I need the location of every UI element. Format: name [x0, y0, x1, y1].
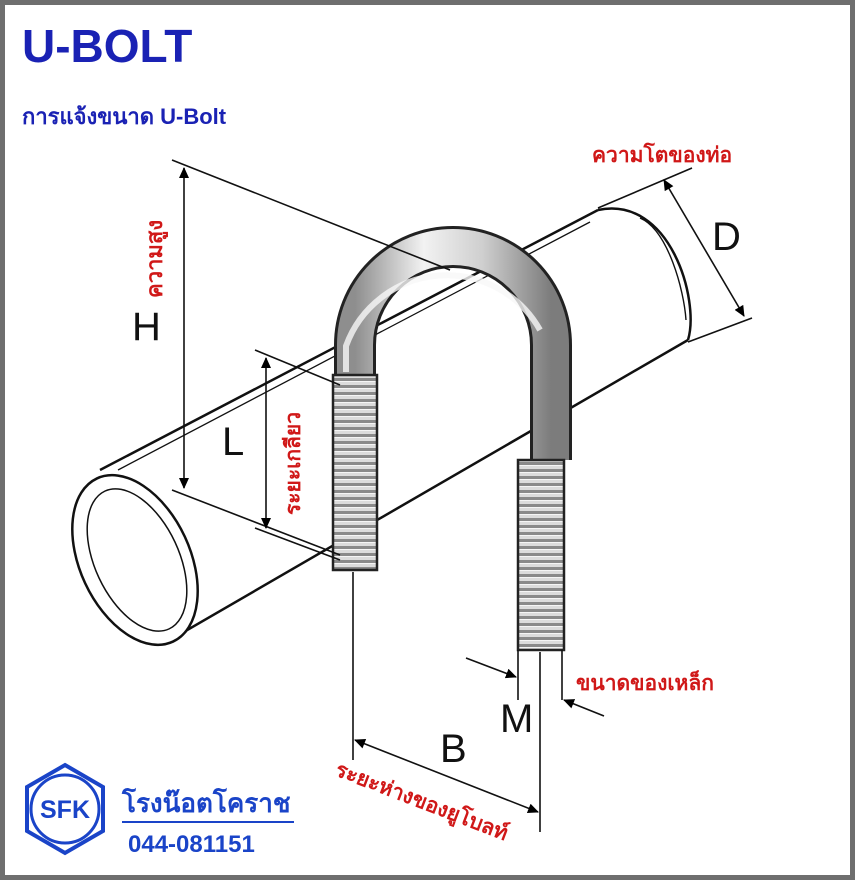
- page-subtitle: การแจ้งขนาด U-Bolt: [22, 104, 227, 129]
- dimension-l-letter: L: [222, 420, 244, 464]
- dimension-d-letter: D: [712, 215, 741, 259]
- u-bolt: [331, 226, 572, 652]
- dimension-b: [352, 572, 541, 832]
- dimension-m-letter: M: [500, 697, 533, 741]
- dimension-d-label: ความโตของท่อ: [592, 142, 732, 167]
- logo-ring: [29, 773, 101, 845]
- company-name: โรงน๊อตโคราช: [121, 787, 290, 819]
- page-title: U-BOLT: [22, 20, 192, 72]
- dimension-h-label: ความสูง: [143, 220, 169, 298]
- dimension-h-letter: H: [132, 305, 161, 349]
- dimension-h: [171, 159, 451, 556]
- dimension-b-letter: B: [440, 727, 467, 771]
- dimension-b-label: ระยะห่างของยูโบลท์: [331, 756, 511, 847]
- dimension-m: [465, 650, 605, 717]
- sfk-logo: SFK: [25, 762, 105, 856]
- dimension-l: [254, 349, 341, 561]
- dimension-d: [597, 167, 753, 343]
- dimension-m-label: ขนาดของเหล็ก: [576, 669, 714, 695]
- logo-text: SFK: [40, 796, 90, 824]
- company-phone: 044-081151: [128, 831, 255, 858]
- dimension-l-label: ระยะเกลียว: [281, 412, 305, 515]
